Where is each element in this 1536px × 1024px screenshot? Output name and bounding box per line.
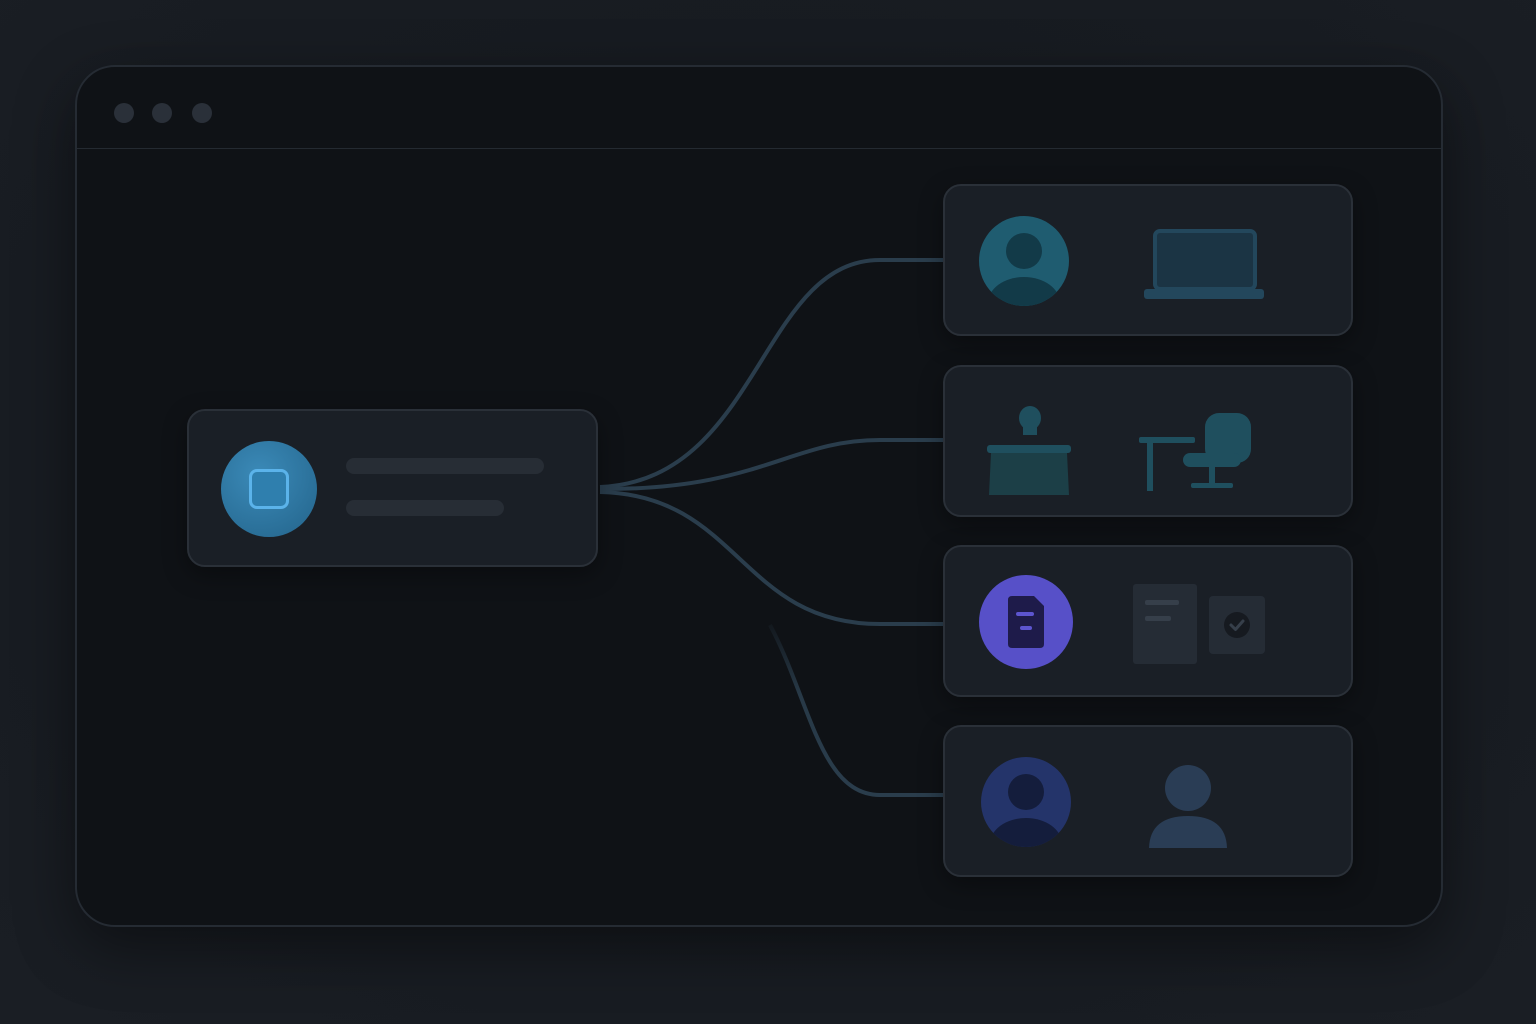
square-icon bbox=[249, 469, 289, 509]
connector-line-2 bbox=[599, 438, 945, 492]
user-avatar-icon bbox=[981, 757, 1071, 847]
checked-document-icon bbox=[1133, 584, 1265, 664]
target-node-card-4[interactable] bbox=[943, 725, 1353, 877]
reception-desk-icon bbox=[987, 406, 1071, 495]
window-maximize-dot[interactable] bbox=[192, 103, 212, 123]
connector-line-4 bbox=[768, 624, 945, 797]
window-minimize-dot[interactable] bbox=[152, 103, 172, 123]
person-icon bbox=[1149, 765, 1227, 848]
connector-line-1 bbox=[599, 258, 945, 489]
window-close-dot[interactable] bbox=[114, 103, 134, 123]
target-node-card-1[interactable] bbox=[943, 184, 1353, 336]
laptop-icon bbox=[1144, 229, 1264, 299]
source-node-card[interactable] bbox=[187, 409, 598, 567]
window-titlebar bbox=[77, 67, 1441, 149]
source-title-placeholder bbox=[346, 458, 544, 474]
user-avatar-icon bbox=[979, 216, 1069, 306]
desk-chair-icon bbox=[1139, 413, 1251, 491]
target-node-card-3[interactable] bbox=[943, 545, 1353, 697]
document-icon bbox=[979, 575, 1073, 669]
source-node-icon bbox=[221, 441, 317, 537]
connector-line-3 bbox=[599, 490, 945, 626]
source-subtitle-placeholder bbox=[346, 500, 504, 516]
target-node-card-2[interactable] bbox=[943, 365, 1353, 517]
